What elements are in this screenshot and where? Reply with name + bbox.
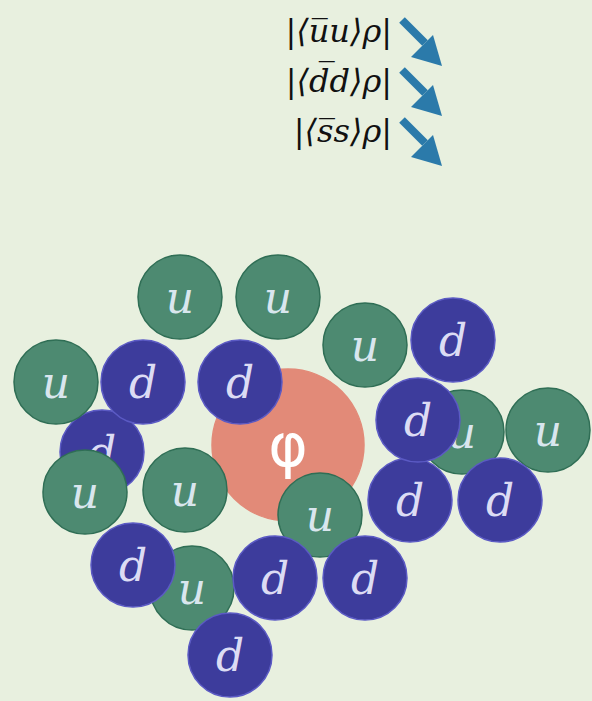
particle-circle: d (232, 535, 318, 621)
particle-label: u (142, 447, 228, 533)
circle-shape (188, 613, 272, 697)
circle-shape (458, 458, 542, 542)
circle-shape (506, 388, 590, 472)
particle-label: d (197, 339, 283, 425)
particle-circle: d (375, 377, 461, 463)
circle-shape (323, 303, 407, 387)
circle-shape (376, 378, 460, 462)
particle-circle: d (367, 457, 453, 543)
particle-circle: u (322, 302, 408, 388)
particle-label: u (505, 387, 591, 473)
particle-label: d (100, 339, 186, 425)
particle-circle: d (90, 522, 176, 608)
particle-circle: d (100, 339, 186, 425)
decrease-arrows (402, 20, 442, 166)
particle-label: d (367, 457, 453, 543)
circle-shape (143, 448, 227, 532)
circle-shape (91, 523, 175, 607)
condensate-formula: |⟨d̅d⟩ρ| (286, 62, 392, 100)
down-arrow (402, 20, 442, 66)
circle-shape (233, 536, 317, 620)
particle-label: u (137, 254, 223, 340)
particle-circle: d (187, 612, 273, 698)
particle-circle: d (322, 535, 408, 621)
down-arrow (402, 70, 442, 116)
particle-label: d (322, 535, 408, 621)
particle-label: d (90, 522, 176, 608)
circle-shape (101, 340, 185, 424)
particle-circle: u (137, 254, 223, 340)
down-arrow (402, 120, 442, 166)
particle-label: u (235, 254, 321, 340)
condensate-formula: |⟨s̅s⟩ρ| (294, 112, 392, 150)
particle-label: d (187, 612, 273, 698)
particle-circle: u (505, 387, 591, 473)
condensate-formula: |⟨u̅u⟩ρ| (285, 12, 392, 50)
particle-circle: d (410, 297, 496, 383)
circle-shape (138, 255, 222, 339)
particle-circle: u (42, 449, 128, 535)
particle-label: d (410, 297, 496, 383)
particle-circle: d (457, 457, 543, 543)
circle-shape (323, 536, 407, 620)
circle-shape (198, 340, 282, 424)
circle-shape (236, 255, 320, 339)
particle-label: u (322, 302, 408, 388)
circle-shape (411, 298, 495, 382)
circle-shape (368, 458, 452, 542)
circle-shape (14, 340, 98, 424)
particle-label: u (42, 449, 128, 535)
particle-circle: u (142, 447, 228, 533)
particle-circle: d (197, 339, 283, 425)
particle-label: d (232, 535, 318, 621)
particle-label: u (13, 339, 99, 425)
particle-circle: u (13, 339, 99, 425)
particle-circle: u (235, 254, 321, 340)
circle-shape (43, 450, 127, 534)
particle-label: d (457, 457, 543, 543)
particle-label: d (375, 377, 461, 463)
